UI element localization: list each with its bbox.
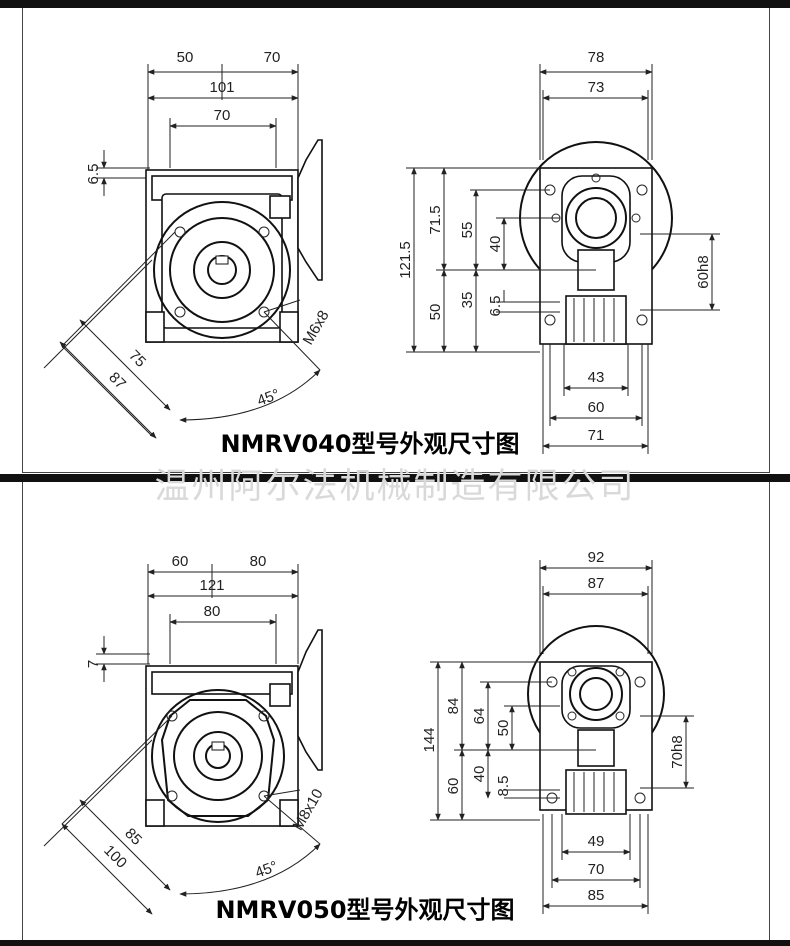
dim-label: 92 xyxy=(588,549,605,566)
dim-label: 121 xyxy=(199,577,224,594)
dim-label: 71 xyxy=(588,427,605,444)
middle-border-bar xyxy=(0,474,790,482)
dim-label: 40 xyxy=(471,766,488,783)
dim-label: 121.5 xyxy=(397,241,414,279)
dim-label: 73 xyxy=(588,79,605,96)
nmrv040-front-view xyxy=(406,64,720,454)
dim-label: 70 xyxy=(588,861,605,878)
dim-label: 60 xyxy=(445,778,462,795)
dim-label: 70 xyxy=(214,107,231,124)
nmrv050-front-dimension-labels: 92 87 144 84 64 50 60 40 8.5 70h8 49 70 … xyxy=(421,549,686,904)
bottom-border-bar xyxy=(0,940,790,946)
dim-label: 6.5 xyxy=(487,296,504,317)
dim-label: 50 xyxy=(427,304,444,321)
dim-label: M6x8 xyxy=(300,308,333,348)
dim-label: 80 xyxy=(204,603,221,620)
nmrv040-front-dimension-labels: 78 73 121.5 71.5 55 40 50 35 6.5 60h8 43… xyxy=(397,49,712,444)
dim-label: 78 xyxy=(588,49,605,66)
company-watermark: 温州阿尔法机械制造有限公司 xyxy=(154,467,635,507)
dim-label: 70 xyxy=(264,49,281,66)
dim-label: 60h8 xyxy=(695,255,712,288)
dim-label: 45° xyxy=(255,386,282,410)
section-title-nmrv050: NMRV050型号外观尺寸图 xyxy=(215,896,514,924)
nmrv050-front-view xyxy=(430,560,694,914)
dim-label: 50 xyxy=(177,49,194,66)
dim-label: 71.5 xyxy=(427,205,444,234)
dim-label: 64 xyxy=(471,708,488,725)
dim-label: 70h8 xyxy=(669,735,686,768)
dim-label: 60 xyxy=(172,553,189,570)
dim-label: 101 xyxy=(209,79,234,96)
dim-label: 45° xyxy=(253,858,280,882)
dim-label: 80 xyxy=(250,553,267,570)
nmrv050-side-view xyxy=(43,564,323,915)
dim-label: 8.5 xyxy=(495,776,512,797)
dim-label: 35 xyxy=(459,292,476,309)
dim-label: 6.5 xyxy=(85,164,102,185)
dim-label: 43 xyxy=(588,369,605,386)
dim-label: 7 xyxy=(85,660,102,668)
dim-label: 50 xyxy=(495,720,512,737)
dim-label: 55 xyxy=(459,222,476,239)
nmrv040-side-view xyxy=(43,64,323,439)
dim-label: 144 xyxy=(421,727,438,752)
dim-label: 75 xyxy=(125,347,149,371)
dim-label: 49 xyxy=(588,833,605,850)
dim-label: 87 xyxy=(105,369,129,393)
dim-label: 85 xyxy=(588,887,605,904)
dim-label: 40 xyxy=(487,236,504,253)
dim-label: 87 xyxy=(588,575,605,592)
section-title-nmrv040: NMRV040型号外观尺寸图 xyxy=(220,430,519,458)
dim-label: 84 xyxy=(445,698,462,715)
dim-label: 60 xyxy=(588,399,605,416)
top-border-bar xyxy=(0,0,790,8)
